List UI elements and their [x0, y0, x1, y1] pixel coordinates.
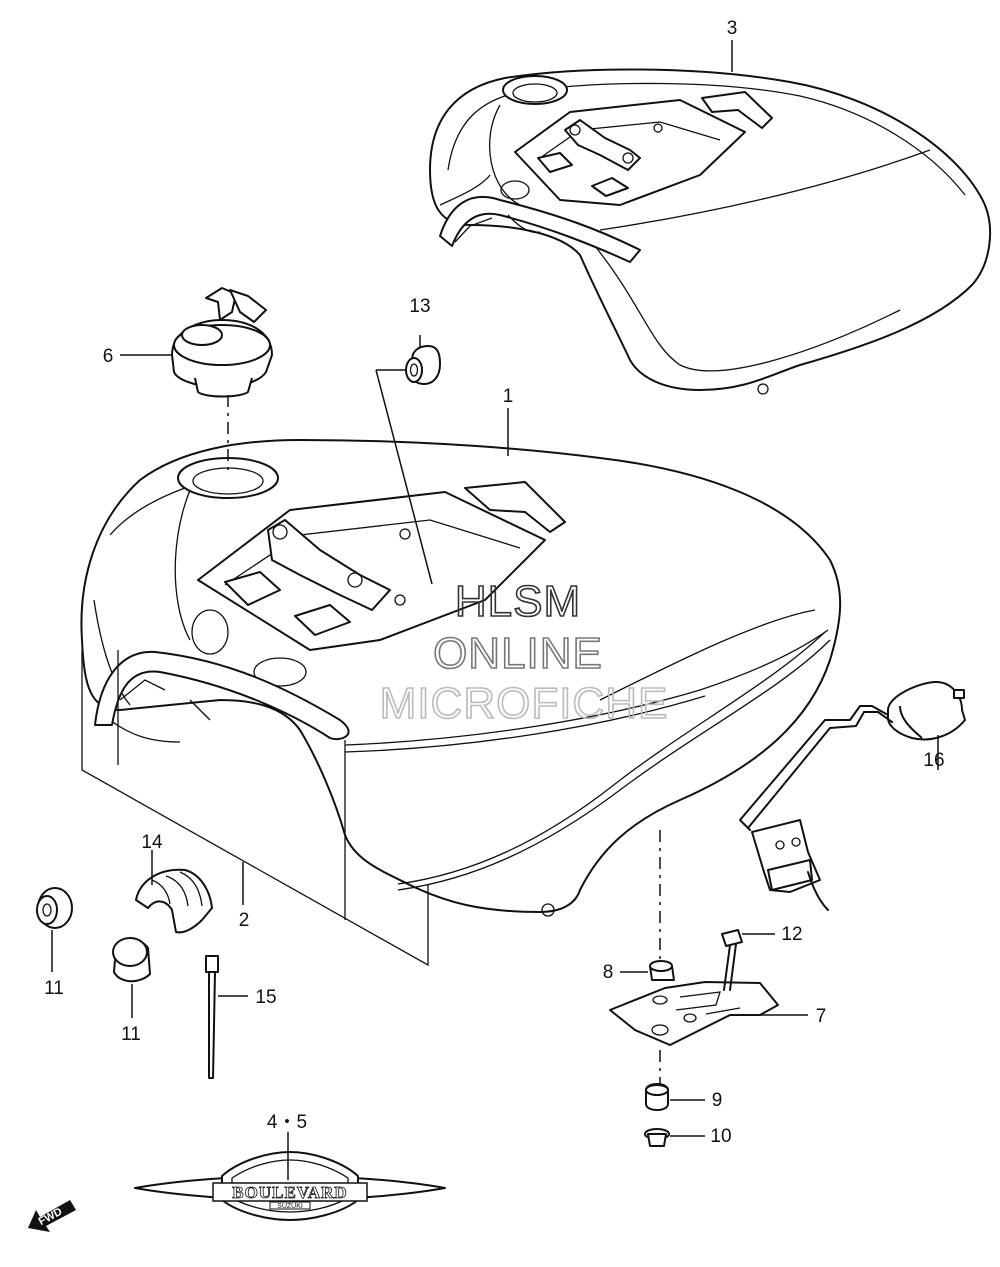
- callout-15: 15: [255, 987, 276, 1008]
- callout-7: 7: [816, 1006, 827, 1027]
- part-12-bolt: [721, 929, 775, 991]
- part-6-fuel-cap: [171, 287, 273, 470]
- emblem-brand-text: BOULEVARD: [232, 1183, 347, 1202]
- part-2-tank-outline-box: [81, 650, 429, 967]
- part-16-fuel-sender: [739, 681, 966, 911]
- callout-9: 9: [712, 1090, 723, 1111]
- watermark-line-1: HLSM: [455, 577, 581, 626]
- callout-1: 1: [503, 386, 514, 407]
- callout-14: 14: [141, 832, 163, 853]
- part-9-damper: [645, 1083, 705, 1111]
- callout-2: 2: [239, 910, 250, 931]
- callout-16: 16: [923, 750, 944, 771]
- fwd-arrow-icon: [28, 1200, 76, 1232]
- part-1-fuel-tank: [80, 439, 842, 917]
- callout-13: 13: [409, 296, 430, 317]
- callout-4-5: 4・5: [267, 1112, 307, 1133]
- watermark-line-2: ONLINE: [433, 629, 603, 678]
- part-8-nut: [620, 960, 675, 981]
- emblem-maker-text: SUZUKI: [277, 1203, 303, 1210]
- callout-11-cap: 11: [121, 1024, 141, 1045]
- fwd-label: FWD: [37, 1206, 65, 1228]
- callout-3: 3: [727, 18, 738, 39]
- callout-12: 12: [781, 924, 802, 945]
- part-4-5-emblem: [134, 1132, 446, 1221]
- watermark-line-3: MICROFICHE: [380, 679, 669, 728]
- part-15-cable-tie: [205, 955, 248, 1079]
- part-11-cushion-ring: [36, 887, 73, 972]
- part-7-bracket-plate: [609, 830, 808, 1085]
- part-14-rubber-cushion: [135, 850, 213, 934]
- part-10-bolt: [644, 1128, 705, 1147]
- part-13-grommet: [375, 335, 441, 585]
- callout-10: 10: [710, 1126, 731, 1147]
- callout-8: 8: [603, 962, 614, 983]
- part-11-cushion-cap: [112, 937, 151, 1018]
- callout-11-ring: 11: [44, 978, 64, 999]
- part-3-tank-cover: [429, 68, 992, 395]
- callout-6: 6: [103, 346, 114, 367]
